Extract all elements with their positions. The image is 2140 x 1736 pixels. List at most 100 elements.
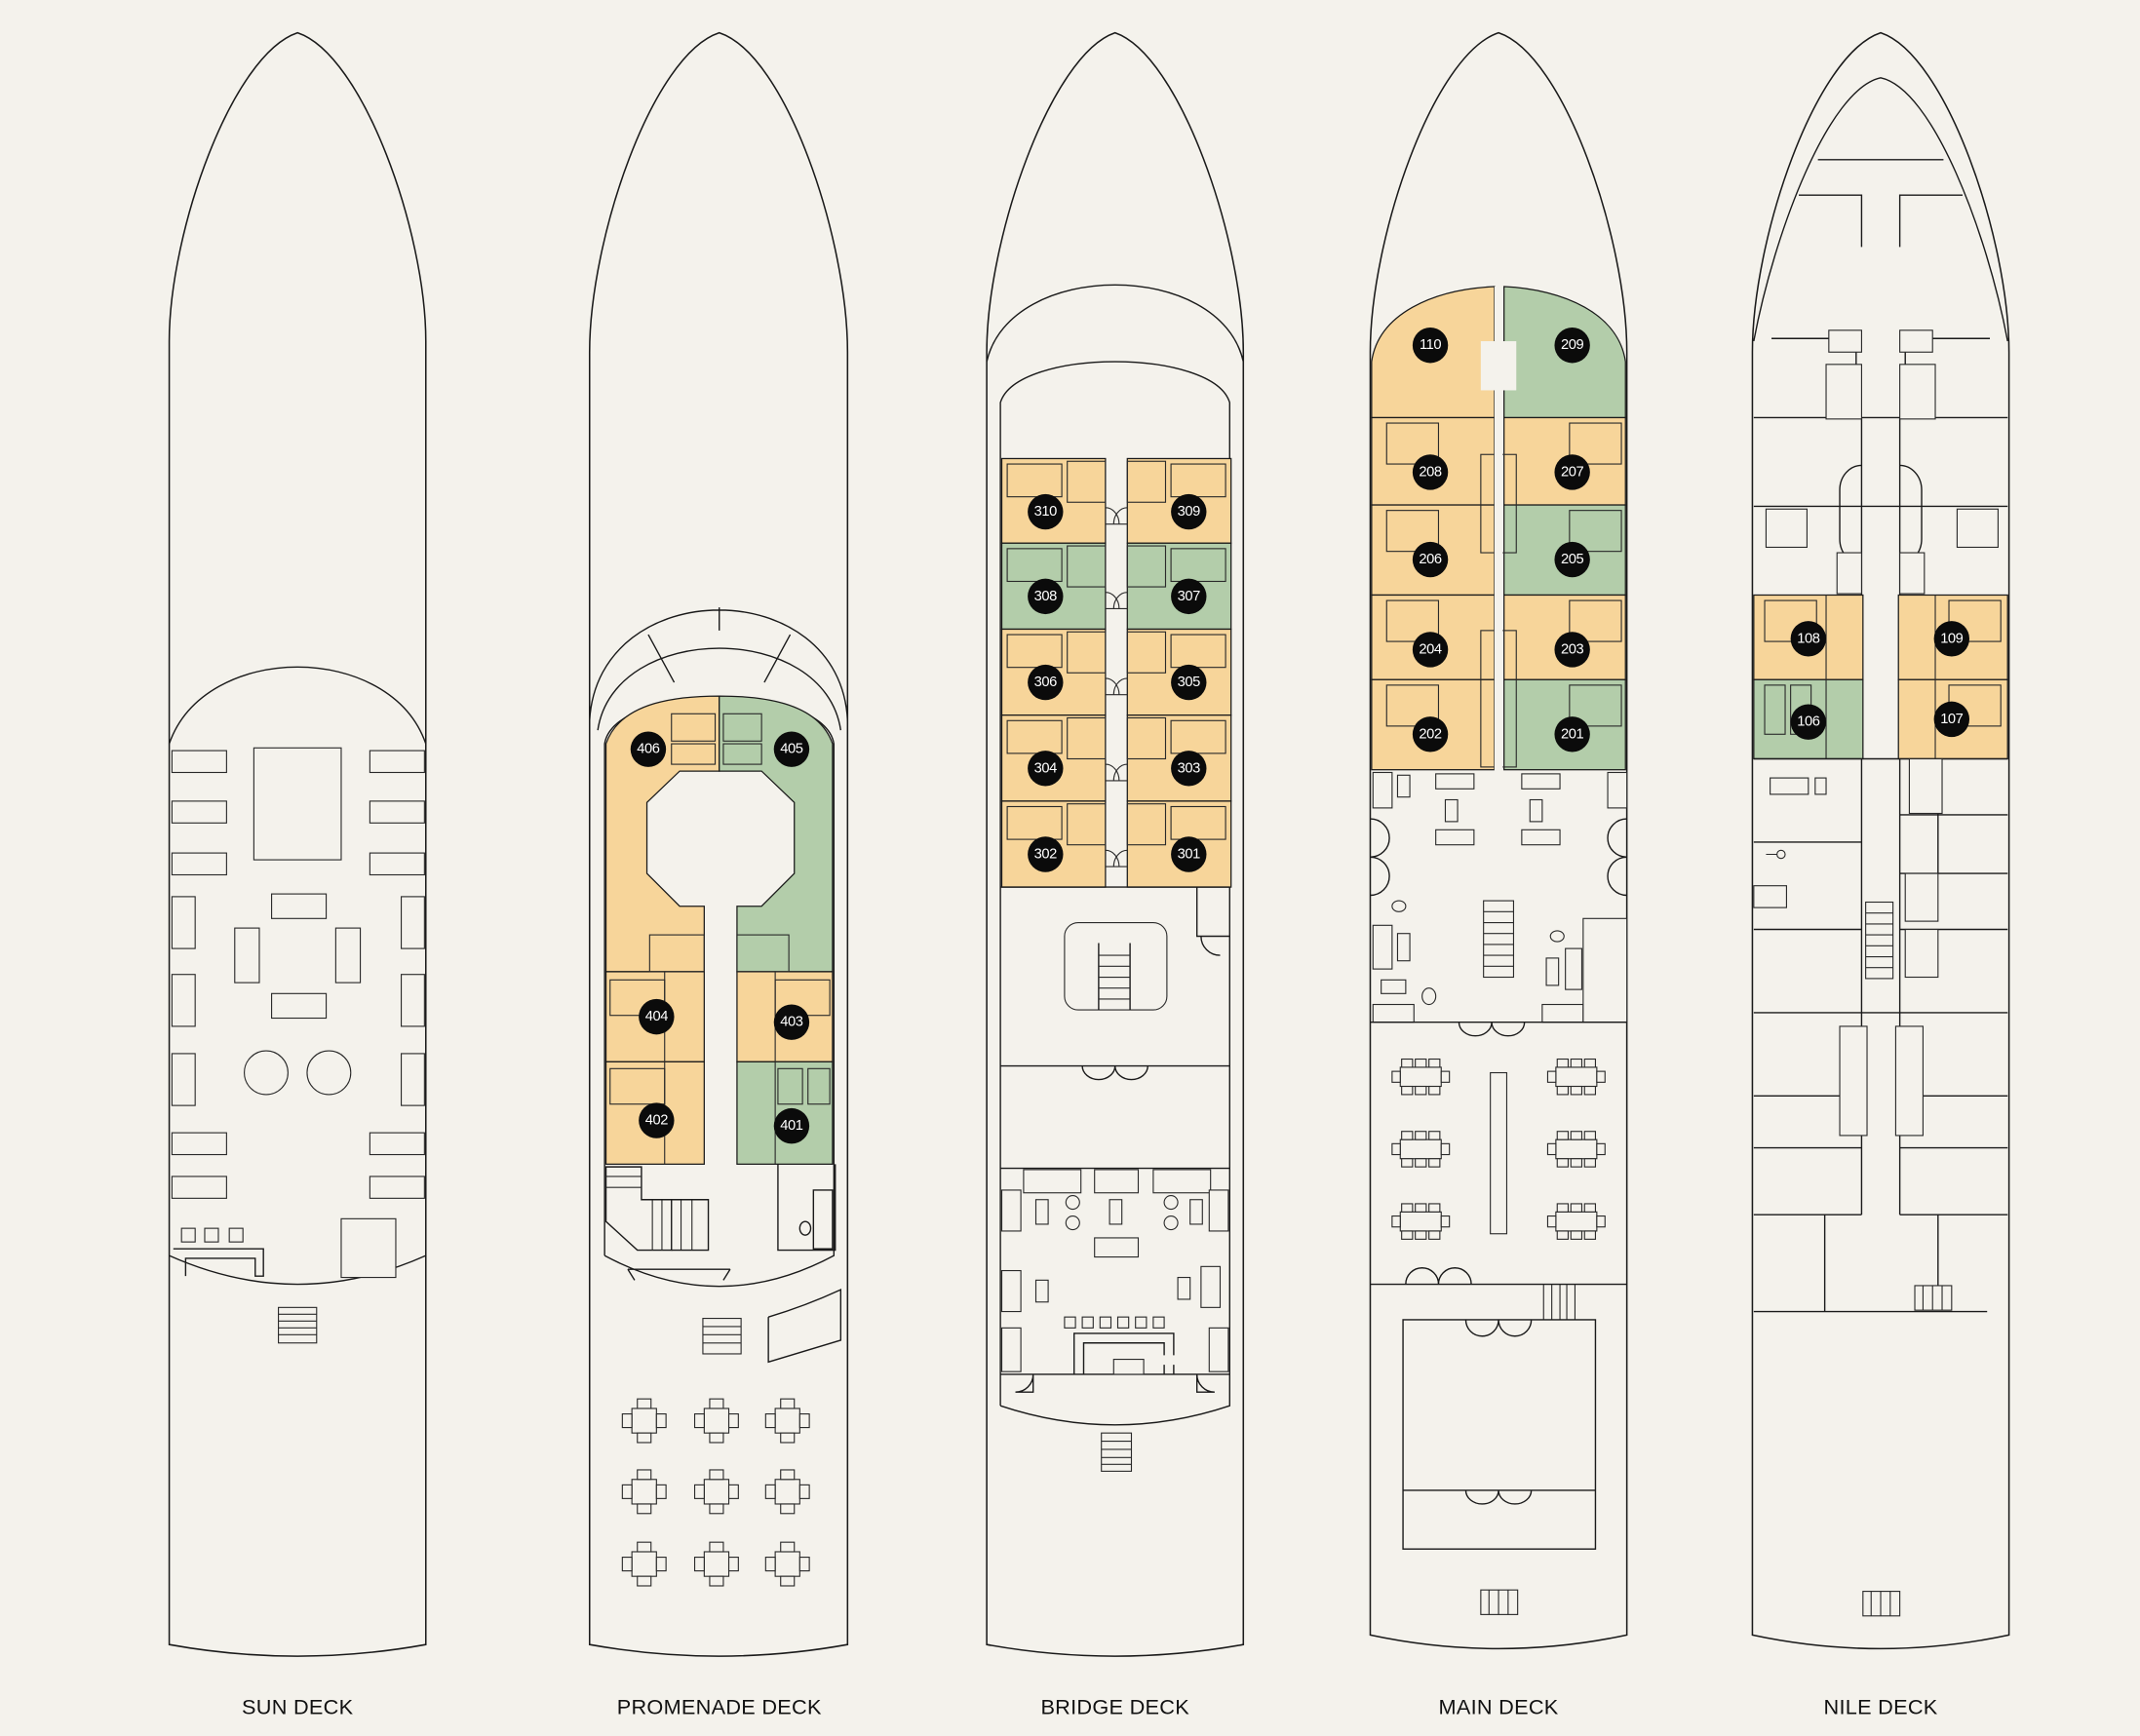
cabin-badge-302[interactable]: 302	[1028, 836, 1064, 872]
deck-bridge: 310 309 308 307 306 305 304 303 302 301	[986, 31, 1245, 1719]
cabin-badge-203[interactable]: 203	[1554, 632, 1590, 668]
cabin-badge-401[interactable]: 401	[773, 1107, 810, 1144]
svg-text:403: 403	[780, 1015, 802, 1030]
cabin-badge-206[interactable]: 206	[1412, 541, 1449, 578]
hull-outline	[1369, 31, 1628, 1650]
cabin-badge-403[interactable]: 403	[773, 1004, 810, 1040]
stairs	[702, 1317, 742, 1355]
cabin-405-area[interactable]	[719, 695, 834, 973]
cabin-badge-406[interactable]: 406	[630, 731, 667, 767]
deck-sun: SUN DECK	[168, 31, 427, 1719]
cabin-406-area[interactable]	[604, 695, 720, 973]
svg-text:107: 107	[1940, 712, 1963, 727]
svg-text:108: 108	[1797, 631, 1819, 646]
svg-text:310: 310	[1034, 504, 1057, 520]
bar-counter	[173, 1227, 264, 1277]
svg-text:201: 201	[1561, 726, 1583, 742]
svg-text:202: 202	[1419, 726, 1441, 742]
svg-text:401: 401	[780, 1118, 802, 1134]
deck-label: NILE DECK	[1824, 1695, 1938, 1719]
cabin-badge-202[interactable]: 202	[1412, 716, 1449, 752]
deck-nile: 108 109 106 107 NILE DECK	[1751, 31, 2010, 1719]
svg-text:206: 206	[1419, 552, 1441, 567]
svg-text:110: 110	[1420, 337, 1441, 353]
cabins: 110 209 208 207 206 205 204 203 202 201	[1371, 286, 1626, 772]
cabin-badge-106[interactable]: 106	[1790, 704, 1827, 740]
cabin-badge-307[interactable]: 307	[1171, 578, 1207, 615]
cabin-badge-309[interactable]: 309	[1171, 493, 1207, 530]
cabin-badge-204[interactable]: 204	[1412, 632, 1449, 668]
svg-text:106: 106	[1797, 714, 1819, 730]
deck-main: 110 209 208 207 206 205 204 203 202 201	[1369, 31, 1628, 1719]
svg-text:402: 402	[645, 1113, 668, 1129]
stairs	[1480, 1589, 1519, 1615]
cabin-badge-304[interactable]: 304	[1028, 751, 1064, 787]
deck-promenade: 406 405 404 403 402 401 PROMENADE DECK	[588, 31, 849, 1719]
cabin-fixtures	[1764, 595, 2002, 759]
svg-text:304: 304	[1034, 760, 1057, 776]
stairs	[1101, 1432, 1133, 1472]
svg-text:301: 301	[1178, 846, 1200, 862]
svg-text:306: 306	[1034, 675, 1057, 690]
deck-label: SUN DECK	[242, 1695, 354, 1719]
svg-text:205: 205	[1561, 552, 1583, 567]
cabin-badge-305[interactable]: 305	[1171, 664, 1207, 701]
dining-tables	[621, 1398, 810, 1587]
stairs	[1914, 1285, 1953, 1311]
cabin-badge-402[interactable]: 402	[639, 1102, 675, 1138]
svg-text:203: 203	[1561, 641, 1583, 657]
buffet-counter	[1490, 1071, 1508, 1235]
storage-box	[340, 1217, 397, 1279]
svg-text:404: 404	[645, 1009, 668, 1024]
cabin-badge-303[interactable]: 303	[1171, 751, 1207, 787]
svg-text:307: 307	[1178, 589, 1200, 604]
svg-text:204: 204	[1419, 641, 1441, 657]
sunbed-group	[171, 750, 425, 1199]
dining-tables	[1391, 1058, 1606, 1240]
cabin-badge-308[interactable]: 308	[1028, 578, 1064, 615]
svg-text:405: 405	[780, 742, 802, 757]
cabin-badge-209[interactable]: 209	[1554, 328, 1590, 364]
stairs	[604, 1166, 710, 1252]
cabin-badge-310[interactable]: 310	[1028, 493, 1064, 530]
bar-area	[777, 1164, 837, 1252]
svg-text:209: 209	[1561, 337, 1583, 353]
cabin-badge-404[interactable]: 404	[639, 998, 675, 1035]
outdoor-bar	[767, 1289, 842, 1364]
cabin-106-area[interactable]	[1753, 678, 1864, 760]
cabin-badge-306[interactable]: 306	[1028, 664, 1064, 701]
cabin-badge-110[interactable]: 110	[1412, 328, 1449, 364]
svg-text:302: 302	[1034, 846, 1057, 862]
cabin-fixtures	[609, 713, 831, 1165]
deck-label: PROMENADE DECK	[617, 1695, 822, 1719]
deck-label: MAIN DECK	[1439, 1695, 1559, 1719]
cabin-badge-205[interactable]: 205	[1554, 541, 1590, 578]
deck-label: BRIDGE DECK	[1040, 1695, 1189, 1719]
hull-outline	[1751, 31, 2010, 1650]
cabin-badge-207[interactable]: 207	[1554, 454, 1590, 490]
cabins: 310 309 308 307 306 305 304 303 302 301	[1000, 457, 1232, 888]
lounge-furniture	[1000, 1169, 1229, 1393]
svg-text:109: 109	[1940, 631, 1963, 646]
svg-text:208: 208	[1419, 464, 1441, 480]
cabin-badge-107[interactable]: 107	[1933, 701, 1970, 738]
cabin-badge-301[interactable]: 301	[1171, 836, 1207, 872]
cabin-badge-405[interactable]: 405	[773, 731, 810, 767]
stairs	[278, 1306, 318, 1344]
lounge-set	[234, 893, 362, 1020]
hull-outline	[986, 31, 1245, 1657]
svg-text:305: 305	[1178, 675, 1200, 690]
jacuzzi	[306, 1050, 352, 1096]
cabin-badge-208[interactable]: 208	[1412, 454, 1449, 490]
svg-text:309: 309	[1178, 504, 1200, 520]
stairs	[1862, 1591, 1901, 1617]
stairs	[1098, 943, 1131, 1011]
stairs	[1865, 901, 1894, 980]
cabin-badge-109[interactable]: 109	[1933, 621, 1970, 657]
cabin-badge-108[interactable]: 108	[1790, 621, 1827, 657]
cabin-badge-201[interactable]: 201	[1554, 716, 1590, 752]
svg-text:207: 207	[1561, 464, 1583, 480]
svg-text:406: 406	[637, 742, 659, 757]
svg-text:303: 303	[1178, 760, 1200, 776]
